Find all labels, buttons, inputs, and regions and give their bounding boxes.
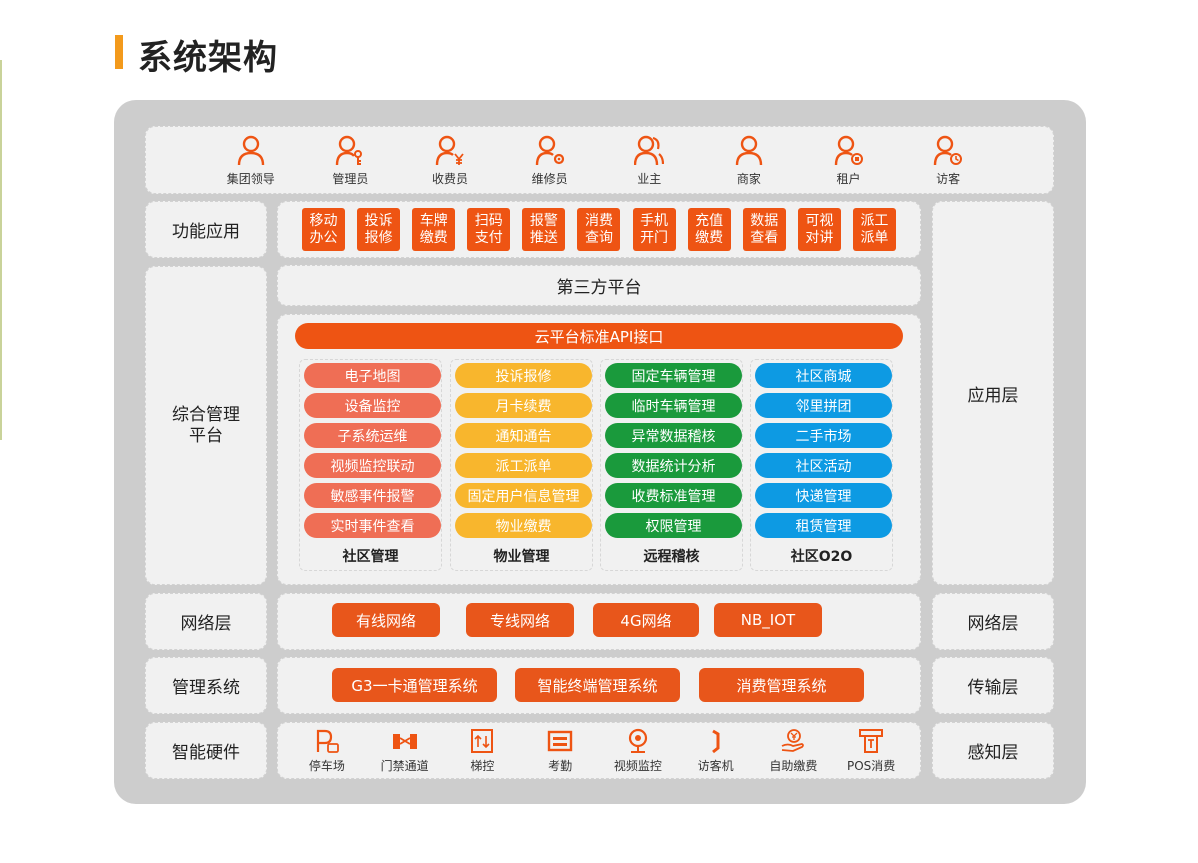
module-fee-standard[interactable]: 收费标准管理 xyxy=(605,483,742,508)
parking-icon xyxy=(316,729,339,753)
module-permission[interactable]: 权限管理 xyxy=(605,513,742,538)
module-notice[interactable]: 通知通告 xyxy=(455,423,592,448)
label-network-layer: 网络层 xyxy=(932,593,1054,650)
module-fixed-vehicle[interactable]: 固定车辆管理 xyxy=(605,363,742,388)
hardware-parking: 停车场 xyxy=(288,723,366,778)
function-recharge[interactable]: 充值 缴费 xyxy=(687,208,731,251)
column-title: 远程稽核 xyxy=(643,549,700,565)
label-perception-layer: 感知层 xyxy=(932,722,1054,779)
pos-icon xyxy=(859,728,884,753)
function-scan-pay[interactable]: 扫码 支付 xyxy=(467,208,511,251)
role-merchant: 商家 xyxy=(709,127,789,193)
module-property-fee[interactable]: 物业缴费 xyxy=(455,513,592,538)
column-remote-audit: 固定车辆管理 临时车辆管理 异常数据稽核 数据统计分析 收费标准管理 权限管理 … xyxy=(600,359,743,571)
role-tenant: 租户 xyxy=(809,127,889,193)
label-application-layer: 应用层 xyxy=(932,201,1054,585)
left-edge-line xyxy=(0,60,2,440)
module-community-activity[interactable]: 社区活动 xyxy=(755,453,892,478)
page-title: 系统架构 xyxy=(138,38,278,78)
function-video-intercom[interactable]: 可视 对讲 xyxy=(797,208,841,251)
hardware-pos: POS消费 xyxy=(832,723,910,778)
column-title: 物业管理 xyxy=(493,549,550,565)
module-realtime-events[interactable]: 实时事件查看 xyxy=(304,513,441,538)
module-temp-vehicle[interactable]: 临时车辆管理 xyxy=(605,393,742,418)
hardware-video: 视频监控 xyxy=(599,723,677,778)
network-nb-iot[interactable]: NB_IOT xyxy=(714,603,822,637)
column-community-mgmt: 电子地图 设备监控 子系统运维 视频监控联动 敏感事件报警 实时事件查看 社区管… xyxy=(299,359,442,571)
visitor-terminal-icon xyxy=(711,729,720,753)
module-complaint-repair[interactable]: 投诉报修 xyxy=(455,363,592,388)
network-wired[interactable]: 有线网络 xyxy=(332,603,440,637)
elevator-icon xyxy=(471,728,494,753)
api-banner: 云平台标准API接口 xyxy=(295,323,903,349)
function-data-view[interactable]: 数据 查看 xyxy=(742,208,786,251)
hardware-self-pay: 自助缴费 xyxy=(755,723,833,778)
label-network-left: 网络层 xyxy=(145,593,267,650)
function-dispatch[interactable]: 派工 派单 xyxy=(852,208,896,251)
system-terminal-mgmt[interactable]: 智能终端管理系统 xyxy=(515,668,680,702)
system-consumption-mgmt[interactable]: 消费管理系统 xyxy=(699,668,864,702)
module-rental[interactable]: 租赁管理 xyxy=(755,513,892,538)
role-cashier: 收费员 xyxy=(410,127,490,193)
module-data-statistics[interactable]: 数据统计分析 xyxy=(605,453,742,478)
third-party-platform: 第三方平台 xyxy=(277,265,921,306)
role-visitor: 访客 xyxy=(908,127,988,193)
function-complaint-repair[interactable]: 投诉 报修 xyxy=(357,208,401,251)
hardware-row: 停车场 门禁通道 梯控 考勤 视频监控 访客机 自助缴费 POS消费 xyxy=(277,722,921,779)
function-row: 移动 办公 投诉 报修 车牌 缴费 扫码 支付 报警 推送 消费 查询 手机 开… xyxy=(277,201,921,258)
camera-icon xyxy=(628,728,647,753)
hardware-gate: 门禁通道 xyxy=(366,723,444,778)
hardware-attendance: 考勤 xyxy=(521,723,599,778)
role-owner: 业主 xyxy=(609,127,689,193)
role-admin: 管理员 xyxy=(310,127,390,193)
function-alarm-push[interactable]: 报警 推送 xyxy=(522,208,566,251)
people-icon xyxy=(634,135,665,165)
module-anomaly-audit[interactable]: 异常数据稽核 xyxy=(605,423,742,448)
hardware-visitor-terminal: 访客机 xyxy=(677,723,755,778)
person-gear-icon xyxy=(535,135,564,165)
person-yen-icon xyxy=(435,135,464,165)
network-dedicated[interactable]: 专线网络 xyxy=(466,603,574,637)
function-consumption-query[interactable]: 消费 查询 xyxy=(577,208,621,251)
module-monthly-renewal[interactable]: 月卡续费 xyxy=(455,393,592,418)
label-integrated-mgmt: 综合管理 平台 xyxy=(145,266,267,585)
module-second-hand[interactable]: 二手市场 xyxy=(755,423,892,448)
attendance-icon xyxy=(547,730,573,751)
module-group-buy[interactable]: 邻里拼团 xyxy=(755,393,892,418)
module-device-monitor[interactable]: 设备监控 xyxy=(304,393,441,418)
person-badge-icon xyxy=(834,135,863,165)
module-electronic-map[interactable]: 电子地图 xyxy=(304,363,441,388)
person-clock-icon xyxy=(933,135,963,165)
function-mobile-office[interactable]: 移动 办公 xyxy=(302,208,345,251)
label-function-app: 功能应用 xyxy=(145,201,267,258)
function-phone-unlock[interactable]: 手机 开门 xyxy=(632,208,676,251)
hardware-elevator: 梯控 xyxy=(444,723,522,778)
network-4g[interactable]: 4G网络 xyxy=(593,603,699,637)
column-community-o2o: 社区商城 邻里拼团 二手市场 社区活动 快递管理 租赁管理 社区O2O xyxy=(750,359,893,571)
person-key-icon xyxy=(336,135,363,165)
person-icon xyxy=(237,135,265,165)
module-fixed-user-info[interactable]: 固定用户信息管理 xyxy=(455,483,592,508)
function-plate-payment[interactable]: 车牌 缴费 xyxy=(412,208,456,251)
module-dispatch[interactable]: 派工派单 xyxy=(455,453,592,478)
module-subsystem-ops[interactable]: 子系统运维 xyxy=(304,423,441,448)
module-video-linkage[interactable]: 视频监控联动 xyxy=(304,453,441,478)
module-community-mall[interactable]: 社区商城 xyxy=(755,363,892,388)
self-pay-icon xyxy=(781,728,805,752)
module-express[interactable]: 快递管理 xyxy=(755,483,892,508)
module-sensitive-alarm[interactable]: 敏感事件报警 xyxy=(304,483,441,508)
roles-row: 集团领导 管理员 收费员 维修员 业主 商家 租户 访客 xyxy=(145,126,1054,194)
system-g3-card[interactable]: G3一卡通管理系统 xyxy=(332,668,497,702)
title-accent-bar xyxy=(115,35,123,69)
label-transport-layer: 传输层 xyxy=(932,657,1054,714)
column-property-mgmt: 投诉报修 月卡续费 通知通告 派工派单 固定用户信息管理 物业缴费 物业管理 xyxy=(450,359,593,571)
role-group-leader: 集团领导 xyxy=(211,127,291,193)
column-title: 社区管理 xyxy=(342,549,399,565)
label-hardware: 智能硬件 xyxy=(145,722,267,779)
gate-icon xyxy=(392,733,417,749)
role-repairman: 维修员 xyxy=(510,127,590,193)
person-icon xyxy=(735,135,763,165)
column-title: 社区O2O xyxy=(790,549,853,565)
label-mgmt-system: 管理系统 xyxy=(145,657,267,714)
